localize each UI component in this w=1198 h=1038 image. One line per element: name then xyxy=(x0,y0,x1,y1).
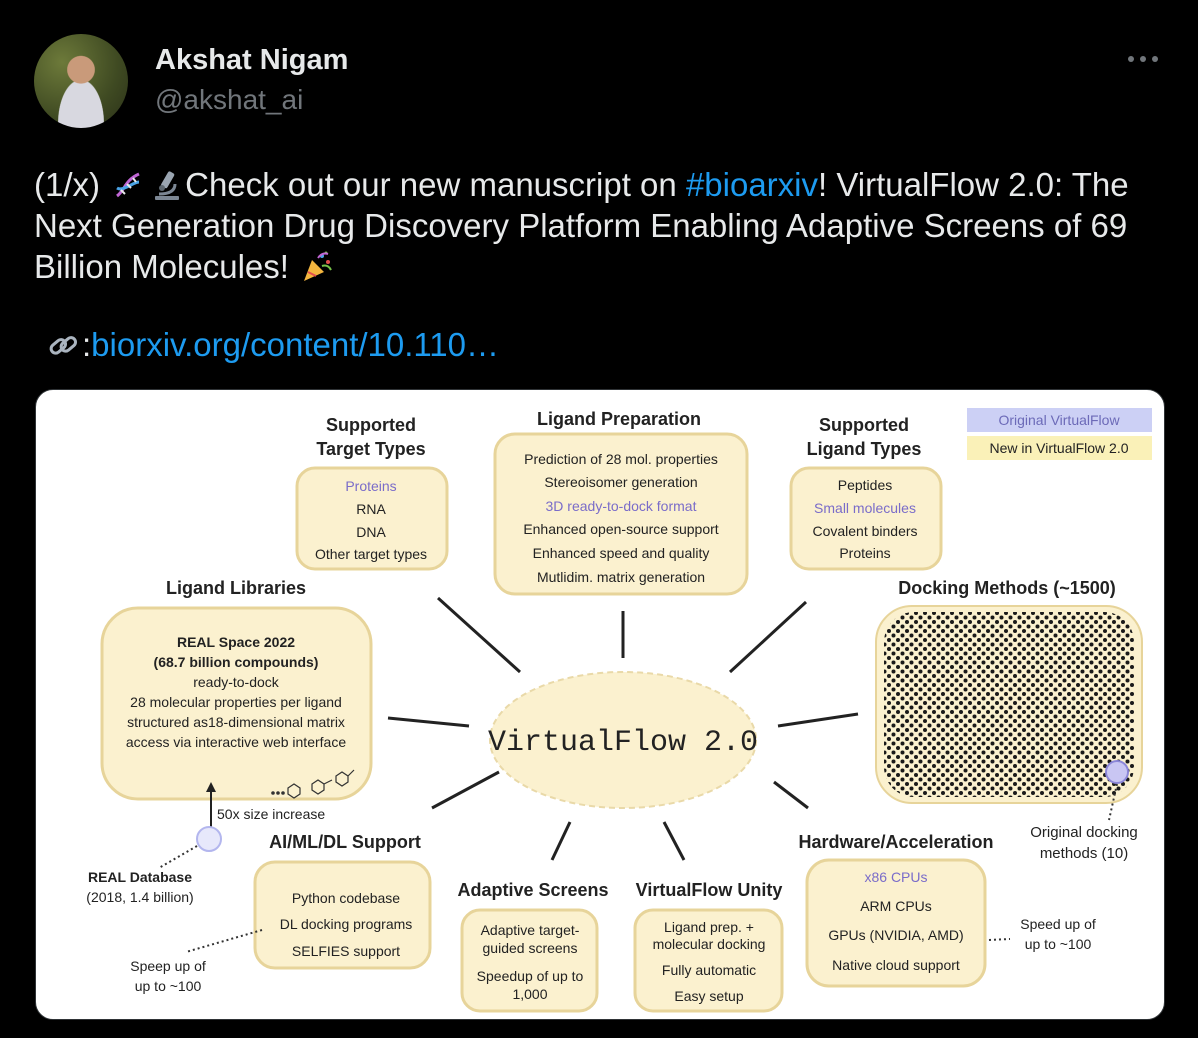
libraries-line-2: (68.7 billion compounds) xyxy=(154,654,319,670)
adaptive-title: Adaptive Screens xyxy=(457,880,608,900)
original-docking-label-1: Original docking xyxy=(1030,824,1138,841)
article-link[interactable]: biorxiv.org/content/10.110… xyxy=(91,326,500,363)
center-title: VirtualFlow 2.0 xyxy=(488,726,758,760)
ligand-prep-item: Prediction of 28 mol. properties xyxy=(524,451,718,467)
tweet-text-prefix: (1/x) xyxy=(34,166,110,203)
ligand-prep-item: Enhanced open-source support xyxy=(523,521,718,537)
hardware-speed-label-1: Speed up of xyxy=(1020,916,1096,932)
hardware-speed-label-2: up to ~100 xyxy=(1025,936,1092,952)
hardware-title: Hardware/Acceleration xyxy=(798,832,993,852)
ai-item: SELFIES support xyxy=(292,943,400,959)
tweet-text: (1/x) Check out our new manuscript on #b… xyxy=(34,164,1174,287)
adaptive-item: 1,000 xyxy=(512,986,547,1002)
docking-title: Docking Methods (~1500) xyxy=(898,578,1116,598)
author-name[interactable]: Akshat Nigam xyxy=(155,44,349,76)
ai-speed-label-1: Speep up of xyxy=(130,958,206,974)
microscope-icon xyxy=(155,171,180,200)
ligand-prep-item: Mutlidim. matrix generation xyxy=(537,569,705,585)
ligand-prep-item: 3D ready-to-dock format xyxy=(546,498,697,514)
ai-item: DL docking programs xyxy=(280,916,413,932)
libraries-title: Ligand Libraries xyxy=(166,578,306,598)
libraries-item: structured as18-dimensional matrix xyxy=(127,714,345,730)
unity-item: Easy setup xyxy=(674,988,743,1004)
ai-item: Python codebase xyxy=(292,890,400,906)
author-handle[interactable]: @akshat_ai xyxy=(155,84,304,115)
unity-item: Ligand prep. + xyxy=(664,919,754,935)
ligand-types-title-1: Supported xyxy=(819,415,909,435)
figure-image: Original VirtualFlow New in VirtualFlow … xyxy=(86,408,1152,1013)
ai-speed-label-2: up to ~100 xyxy=(135,978,202,994)
ligand-prep-item: Enhanced speed and quality xyxy=(533,545,710,561)
unity-title: VirtualFlow Unity xyxy=(636,880,783,900)
target-types-title-2: Target Types xyxy=(316,439,425,459)
legend-original: Original VirtualFlow xyxy=(998,412,1120,428)
libraries-item: 28 molecular properties per ligand xyxy=(130,694,342,710)
ligand-type-item: Covalent binders xyxy=(812,523,917,539)
ligand-types-title-2: Ligand Types xyxy=(807,439,922,459)
tweet-text-main: Check out our new manuscript on xyxy=(185,166,686,203)
libraries-increase: 50x size increase xyxy=(217,806,325,822)
ligand-type-item: Small molecules xyxy=(814,500,916,516)
ligand-prep-item: Stereoisomer generation xyxy=(544,474,697,490)
avatar[interactable] xyxy=(34,34,128,128)
tweet-text-rest: ! VirtualFlow 2.0: The Next Generation D… xyxy=(34,166,1129,285)
original-docking-dot xyxy=(1105,760,1129,784)
molecule-doodles xyxy=(271,769,355,799)
target-type-item: DNA xyxy=(356,524,386,540)
adaptive-item: guided screens xyxy=(483,940,578,956)
legend-new: New in VirtualFlow 2.0 xyxy=(989,440,1128,456)
original-docking-label-2: methods (10) xyxy=(1040,845,1128,862)
hashtag-link[interactable]: #bioarxiv xyxy=(685,166,819,203)
original-library-dot xyxy=(196,826,222,852)
ligand-prep-title: Ligand Preparation xyxy=(537,409,701,429)
unity-item: Fully automatic xyxy=(662,962,756,978)
unity-item: molecular docking xyxy=(653,936,766,952)
real-database-sub: (2018, 1.4 billion) xyxy=(86,889,193,905)
target-type-item: RNA xyxy=(356,501,386,517)
figure-card[interactable]: Original VirtualFlow New in VirtualFlow … xyxy=(35,389,1165,1020)
target-type-item: Proteins xyxy=(345,478,396,494)
hardware-item: x86 CPUs xyxy=(864,869,927,885)
link-prefix: : xyxy=(82,326,92,363)
ligand-type-item: Proteins xyxy=(839,545,890,561)
hardware-item: GPUs (NVIDIA, AMD) xyxy=(828,927,963,943)
hardware-item: ARM CPUs xyxy=(860,898,932,914)
target-type-item: Other target types xyxy=(315,546,427,562)
target-types-title-1: Supported xyxy=(326,415,416,435)
libraries-item: access via interactive web interface xyxy=(126,734,346,750)
adaptive-item: Speedup of up to xyxy=(477,968,584,984)
libraries-line-1: REAL Space 2022 xyxy=(177,634,295,650)
ligand-type-item: Peptides xyxy=(838,477,892,493)
docking-methods-dots xyxy=(884,612,1134,797)
party-popper-icon xyxy=(304,251,333,281)
link-icon xyxy=(49,336,78,355)
legend-original-swatch xyxy=(967,408,1152,432)
libraries-item: ready-to-dock xyxy=(193,674,280,690)
adaptive-item: Adaptive target- xyxy=(481,922,580,938)
real-database-label: REAL Database xyxy=(88,869,192,885)
legend-new-swatch xyxy=(967,436,1152,460)
ai-title: AI/ML/DL Support xyxy=(269,832,421,852)
center-ellipse xyxy=(489,671,757,809)
hardware-item: Native cloud support xyxy=(832,957,960,973)
link-line: :biorxiv.org/content/10.110… xyxy=(44,324,499,365)
dna-icon xyxy=(116,172,140,198)
more-icon[interactable] xyxy=(1128,56,1168,66)
